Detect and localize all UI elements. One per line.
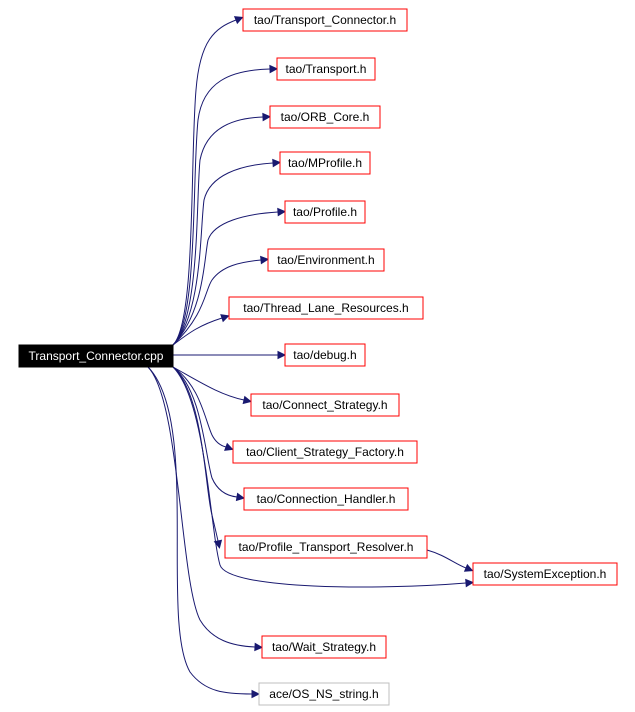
edge-root-to-n8 (173, 350, 287, 360)
edge-root-to-n1 (172, 16, 244, 346)
node-label: tao/Connect_Strategy.h (262, 398, 387, 412)
node-orb-core-h[interactable]: tao/ORB_Core.h (269, 105, 381, 129)
node-label: tao/Client_Strategy_Factory.h (246, 445, 404, 459)
node-label: tao/Wait_Strategy.h (272, 640, 376, 654)
node-label: tao/Transport_Connector.h (254, 13, 396, 27)
node-profile-h[interactable]: tao/Profile.h (284, 200, 366, 224)
arrowhead (213, 539, 223, 549)
node-transport-h[interactable]: tao/Transport.h (276, 57, 376, 81)
edge-root-to-n7 (172, 314, 230, 346)
arrowhead (254, 642, 264, 652)
arrowhead (272, 158, 282, 168)
node-label: tao/Profile_Transport_Resolver.h (239, 540, 414, 554)
arrowhead (277, 207, 287, 217)
arrowhead (277, 350, 287, 360)
edge-n12-to-n13 (426, 549, 474, 572)
node-label: tao/Thread_Lane_Resources.h (243, 301, 408, 315)
node-systemexception-h[interactable]: tao/SystemException.h (472, 562, 618, 586)
edge-root-to-n2 (172, 64, 279, 346)
node-mprofile-h[interactable]: tao/MProfile.h (279, 151, 371, 175)
arrowhead (224, 442, 234, 451)
edge-root-to-n14 (147, 366, 264, 652)
edge-root-to-n11 (172, 366, 246, 502)
arrowhead (233, 16, 244, 25)
arrowhead (242, 395, 252, 405)
arrowhead (235, 492, 246, 502)
edges (147, 16, 475, 699)
edge-root-to-n15 (147, 366, 261, 699)
edge-root-to-n10 (172, 366, 234, 451)
node-client-strategy-factory-h[interactable]: tao/Client_Strategy_Factory.h (232, 440, 418, 464)
edge-root-to-n12 (172, 366, 223, 549)
node-root[interactable]: Transport_Connector.cpp (18, 344, 174, 368)
edge-root-to-n3 (172, 112, 272, 346)
arrowhead (251, 689, 261, 699)
edge-root-to-n9 (172, 366, 252, 405)
node-label: tao/SystemException.h (484, 567, 607, 581)
arrowhead (465, 578, 475, 588)
node-environment-h[interactable]: tao/Environment.h (267, 248, 385, 272)
node-label: tao/Environment.h (277, 253, 374, 267)
node-label: ace/OS_NS_string.h (269, 687, 378, 701)
edge-root-to-n4 (172, 158, 282, 346)
node-label: tao/Profile.h (293, 205, 357, 219)
nodes: Transport_Connector.cpp tao/Transport_Co… (18, 8, 618, 706)
arrowhead (269, 64, 279, 74)
node-os-ns-string-h[interactable]: ace/OS_NS_string.h (258, 682, 390, 706)
arrowhead (220, 314, 230, 323)
node-label: tao/ORB_Core.h (281, 110, 370, 124)
arrowhead (463, 563, 474, 572)
node-profile-transport-resolver-h[interactable]: tao/Profile_Transport_Resolver.h (224, 535, 428, 559)
node-label: tao/Connection_Handler.h (257, 492, 396, 506)
node-debug-h[interactable]: tao/debug.h (284, 343, 366, 367)
node-connect-strategy-h[interactable]: tao/Connect_Strategy.h (250, 393, 400, 417)
edge-root-to-n6 (172, 255, 270, 346)
arrowhead (260, 255, 270, 265)
node-wait-strategy-h[interactable]: tao/Wait_Strategy.h (261, 635, 387, 659)
node-root-label: Transport_Connector.cpp (29, 349, 164, 363)
node-thread-lane-resources-h[interactable]: tao/Thread_Lane_Resources.h (228, 296, 424, 320)
node-label: tao/MProfile.h (288, 156, 362, 170)
arrowhead (262, 112, 272, 122)
node-connection-handler-h[interactable]: tao/Connection_Handler.h (243, 487, 409, 511)
node-label: tao/debug.h (293, 348, 356, 362)
edge-root-to-n5 (172, 207, 287, 346)
node-transport-connector-h[interactable]: tao/Transport_Connector.h (242, 8, 408, 32)
node-label: tao/Transport.h (286, 62, 367, 76)
edge-root-to-n13 (172, 366, 475, 588)
